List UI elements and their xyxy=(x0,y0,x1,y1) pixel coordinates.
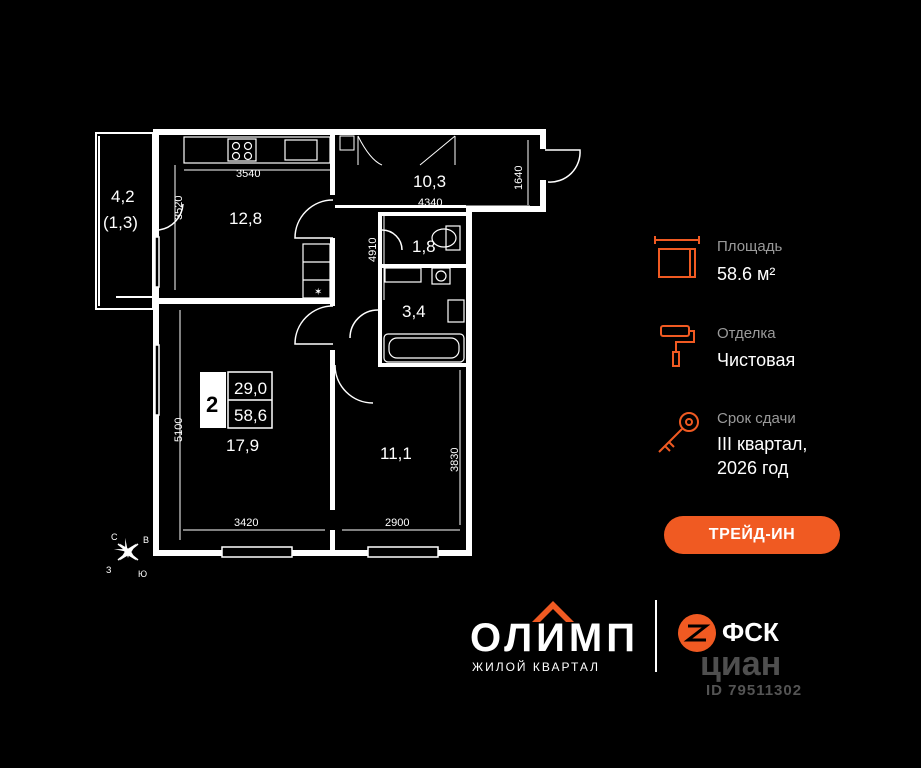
cian-listing-id: ID 79511302 xyxy=(706,682,803,699)
bathroom-area: 3,4 xyxy=(402,302,426,321)
compass-west: З xyxy=(106,565,111,575)
badge-total-area: 58,6 xyxy=(234,406,267,425)
balcony-reduced-area: (1,3) xyxy=(103,213,138,232)
deadline-label: Срок сдачи xyxy=(717,410,796,427)
balcony xyxy=(95,132,154,310)
trade-in-button[interactable]: ТРЕЙД-ИН xyxy=(664,516,840,554)
dim-4340: 4340 xyxy=(418,197,442,209)
wc-area: 1,8 xyxy=(412,237,436,256)
dim-3520: 3520 xyxy=(173,196,185,220)
olimp-subtitle: ЖИЛОЙ КВАРТАЛ xyxy=(472,660,601,674)
dim-2900: 2900 xyxy=(385,517,409,529)
compass-south: Ю xyxy=(138,569,147,579)
living-area: 17,9 xyxy=(226,436,259,455)
badge-living-area: 29,0 xyxy=(234,379,267,398)
area-badge: 2 29,0 58,6 xyxy=(200,371,273,429)
dimension-lines xyxy=(174,140,530,540)
deadline-line1: III квартал, xyxy=(717,434,808,454)
room-areas: 4,2 (1,3) 12,8 10,3 1,8 3,4 17,9 11,1 xyxy=(103,172,446,463)
olimp-wordmark: ОЛИМП xyxy=(470,616,640,660)
ventilation-marker-icon: ✶ xyxy=(314,287,322,298)
kitchen-area: 12,8 xyxy=(229,209,262,228)
cian-watermark: циан xyxy=(700,645,782,683)
deadline-line2: 2026 год xyxy=(717,458,789,478)
dim-3420: 3420 xyxy=(234,517,258,529)
area-icon xyxy=(654,236,700,278)
fsk-wordmark: ФСК xyxy=(722,617,779,647)
sanitary-fixtures xyxy=(383,225,465,363)
finish-label: Отделка xyxy=(717,325,776,342)
olimp-roof-icon xyxy=(532,601,574,622)
kitchen-fixtures xyxy=(183,136,331,299)
dim-1640: 1640 xyxy=(513,166,525,190)
hall-closet xyxy=(339,135,456,166)
dim-4910: 4910 xyxy=(367,238,379,262)
balcony-area: 4,2 xyxy=(111,187,135,206)
area-label: Площадь xyxy=(717,238,783,255)
badge-rooms-count: 2 xyxy=(206,392,218,417)
logo-divider xyxy=(655,600,657,672)
walls xyxy=(153,129,546,556)
fsk-logo-icon xyxy=(678,614,716,652)
paint-roller-icon xyxy=(660,325,695,367)
compass-east: В xyxy=(143,535,149,545)
dimension-labels: 3540 3520 1640 4340 4910 5100 3830 3420 … xyxy=(173,166,525,529)
area-value: 58.6 м² xyxy=(717,264,776,284)
windows xyxy=(154,236,439,558)
key-icon xyxy=(658,412,699,453)
compass-north: С xyxy=(111,532,118,542)
compass-icon: С В Ю З xyxy=(106,532,149,579)
bedroom-area: 11,1 xyxy=(380,444,412,463)
olimp-logo: ОЛИМП ЖИЛОЙ КВАРТАЛ xyxy=(470,598,640,678)
dim-3540: 3540 xyxy=(236,168,260,180)
dim-5100: 5100 xyxy=(173,418,185,442)
hall-area: 10,3 xyxy=(413,172,446,191)
dim-3830: 3830 xyxy=(449,448,461,472)
finish-value: Чистовая xyxy=(717,350,796,370)
doors xyxy=(158,149,581,404)
